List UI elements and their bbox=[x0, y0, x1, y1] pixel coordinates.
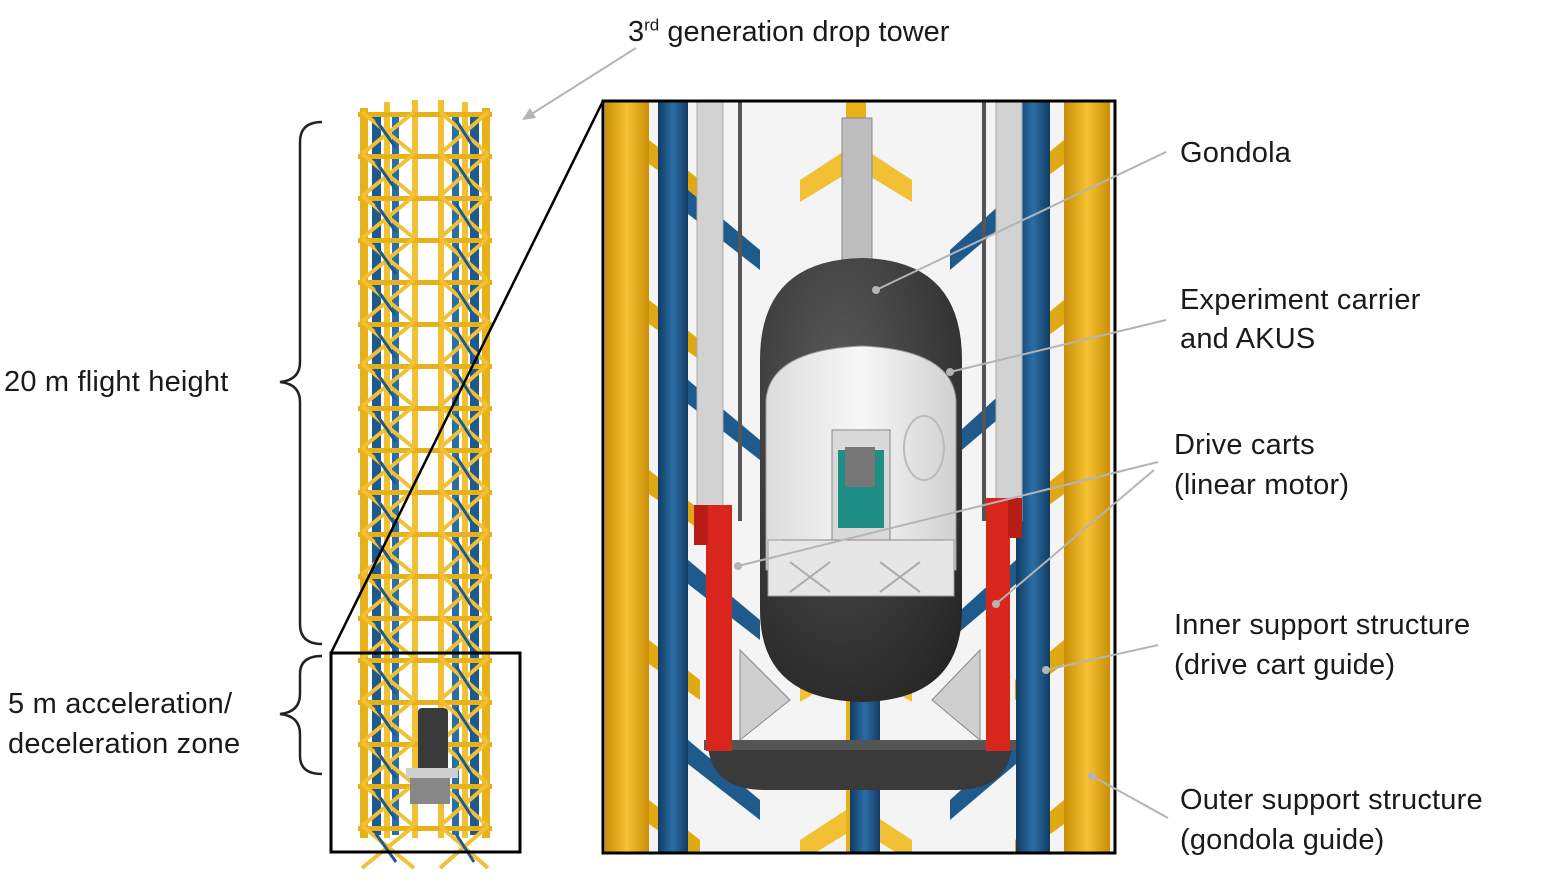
inner-structure-label-line2: (drive cart guide) bbox=[1174, 649, 1396, 681]
zoom-region-box bbox=[329, 651, 522, 854]
inner-structure-label-line1: Inner support structure bbox=[1174, 609, 1471, 641]
carrier-label-line2: and AKUS bbox=[1180, 323, 1316, 355]
title-leader-arrow bbox=[522, 47, 637, 120]
accel-zone-brace bbox=[279, 654, 323, 776]
detail-view-frame bbox=[601, 99, 1117, 855]
title-superscript: rd bbox=[644, 15, 660, 35]
detail-view bbox=[603, 101, 1115, 853]
zoom-leader-line bbox=[329, 100, 605, 654]
diagram-title: 3rd generation drop tower bbox=[628, 12, 949, 52]
leader-lines bbox=[734, 151, 1169, 819]
carrier-label-line1: Experiment carrier bbox=[1180, 284, 1421, 316]
drive-carts-label-line1: Drive carts bbox=[1174, 429, 1315, 461]
title-prefix: 3 bbox=[628, 16, 645, 48]
flight-height-label: 20 m flight height bbox=[4, 366, 229, 398]
title-rest: generation drop tower bbox=[659, 16, 950, 48]
accel-zone-label-line2: deceleration zone bbox=[8, 728, 241, 760]
accel-zone-label-line1: 5 m acceleration/ bbox=[8, 688, 233, 720]
gondola-label: Gondola bbox=[1180, 137, 1292, 169]
full-tower-model bbox=[358, 100, 492, 870]
outer-structure-label-line2: (gondola guide) bbox=[1180, 824, 1385, 856]
outer-structure-label-line1: Outer support structure bbox=[1180, 784, 1483, 816]
drive-carts-label-line2: (linear motor) bbox=[1174, 469, 1350, 501]
flight-height-brace bbox=[279, 120, 323, 646]
